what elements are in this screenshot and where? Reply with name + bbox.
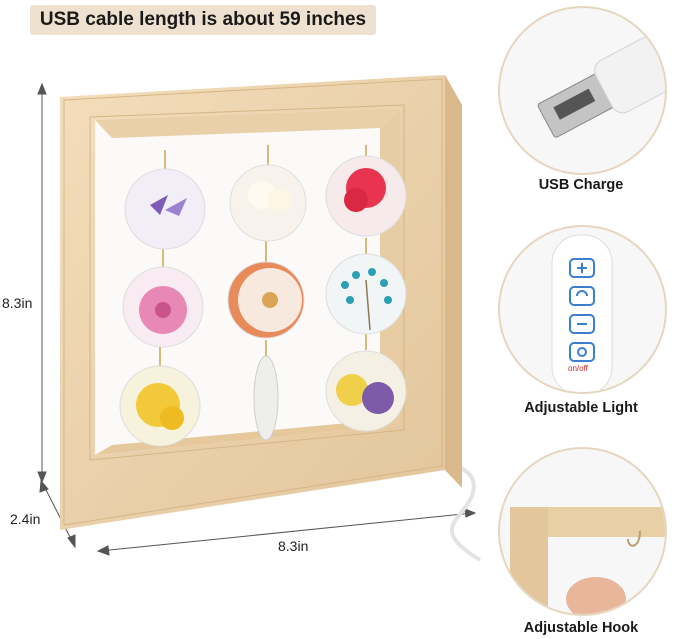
flower-disc-blue [325,253,407,335]
cycle-button-icon [569,286,595,306]
adjustable-light-caption: Adjustable Light [524,400,638,416]
plus-button-icon [569,258,595,278]
flower-disc-red [325,155,407,237]
height-label: 8.3in [2,295,33,311]
hook-closeup-icon [510,507,665,614]
flower-disc-pink [122,266,204,348]
remote-control-icon [551,234,613,392]
frame-right-side [445,75,462,488]
usb-cable [447,460,482,562]
width-label: 8.3in [278,538,309,554]
adjustable-light-circle: on/off [498,225,667,394]
flower-disc-white [229,164,307,242]
banner-text: USB cable length is about 59 inches [39,9,367,30]
power-label: on/off [568,364,588,373]
cable-length-banner: USB cable length is about 59 inches [30,5,376,35]
frame-inner-top [95,108,400,138]
adjustable-hook-circle [498,447,667,616]
glass-pendant [253,355,279,441]
finger-icon [566,577,626,614]
power-button-icon [569,342,595,362]
adjustable-hook-caption: Adjustable Hook [523,620,639,636]
flower-disc-purple [124,168,206,250]
usb-charge-caption: USB Charge [538,177,624,193]
flower-disc-yellow [119,365,201,447]
depth-label: 2.4in [10,511,41,527]
usb-charge-circle [498,6,667,175]
flower-disc-daisy [227,261,305,339]
minus-button-icon [569,314,595,334]
flower-disc-pansy [325,350,407,432]
usb-plug-icon [537,36,665,138]
frame-inner-bottom [95,420,400,455]
